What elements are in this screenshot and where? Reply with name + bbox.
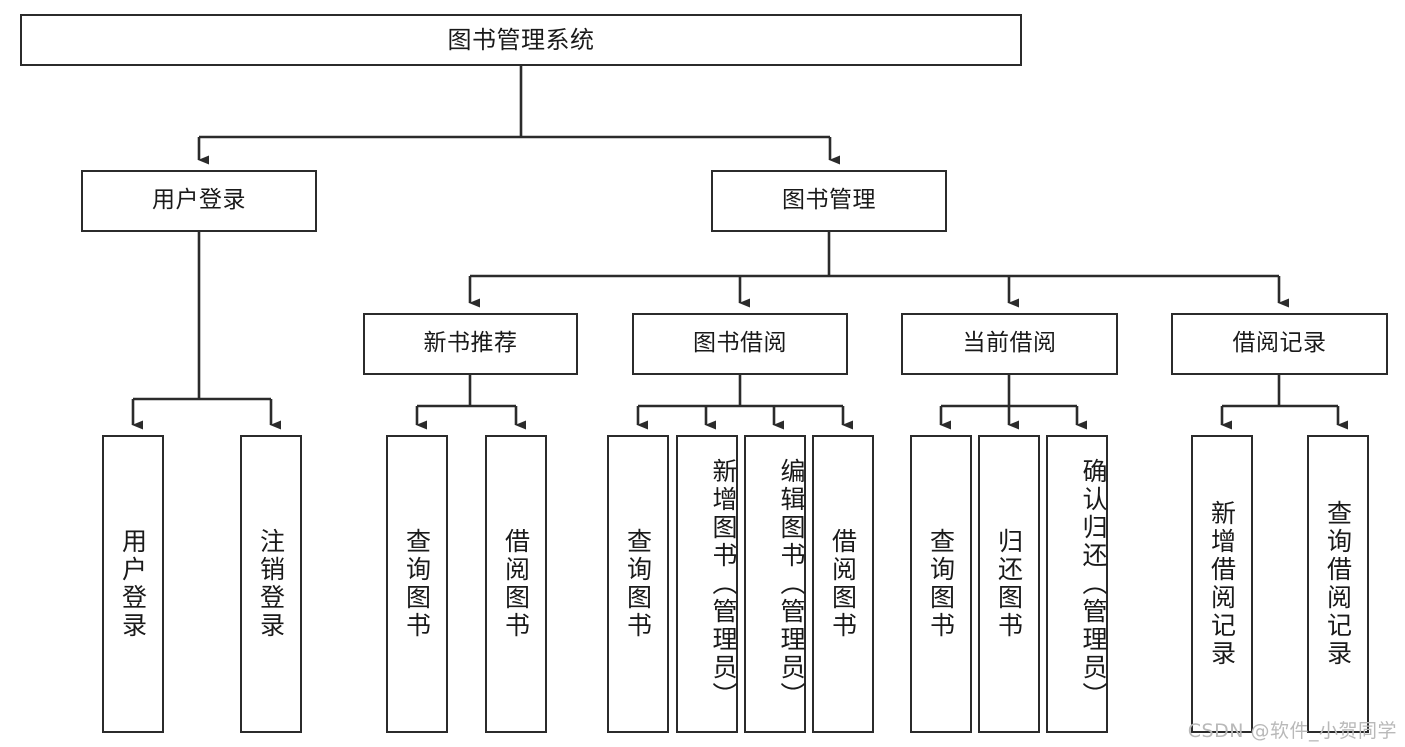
leaf-add-book-admin[interactable]: 新增图书（管理员）	[676, 435, 738, 733]
node-current-borrow[interactable]: 当前借阅	[901, 313, 1118, 375]
leaf-user-login[interactable]: 用户登录	[102, 435, 164, 733]
leaf-edit-book-admin[interactable]: 编辑图书（管理员）	[744, 435, 806, 733]
node-borrow-record[interactable]: 借阅记录	[1171, 313, 1388, 375]
leaf-borrow-book-recommend[interactable]: 借阅图书	[485, 435, 547, 733]
watermark-text: CSDN @软件_小贺同学	[1187, 720, 1397, 742]
node-book-management[interactable]: 图书管理	[711, 170, 947, 232]
leaf-query-borrow-record[interactable]: 查询借阅记录	[1307, 435, 1369, 733]
node-new-book-recommend[interactable]: 新书推荐	[363, 313, 578, 375]
leaf-confirm-return-admin[interactable]: 确认归还（管理员）	[1046, 435, 1108, 733]
leaf-borrow-book[interactable]: 借阅图书	[812, 435, 874, 733]
node-book-borrow[interactable]: 图书借阅	[632, 313, 848, 375]
leaf-return-book[interactable]: 归还图书	[978, 435, 1040, 733]
node-user-login[interactable]: 用户登录	[81, 170, 317, 232]
leaf-logout[interactable]: 注销登录	[240, 435, 302, 733]
node-root-system[interactable]: 图书管理系统	[20, 14, 1022, 66]
leaf-query-book-borrow[interactable]: 查询图书	[607, 435, 669, 733]
leaf-add-borrow-record[interactable]: 新增借阅记录	[1191, 435, 1253, 733]
leaf-query-book-current[interactable]: 查询图书	[910, 435, 972, 733]
leaf-query-book-recommend[interactable]: 查询图书	[386, 435, 448, 733]
